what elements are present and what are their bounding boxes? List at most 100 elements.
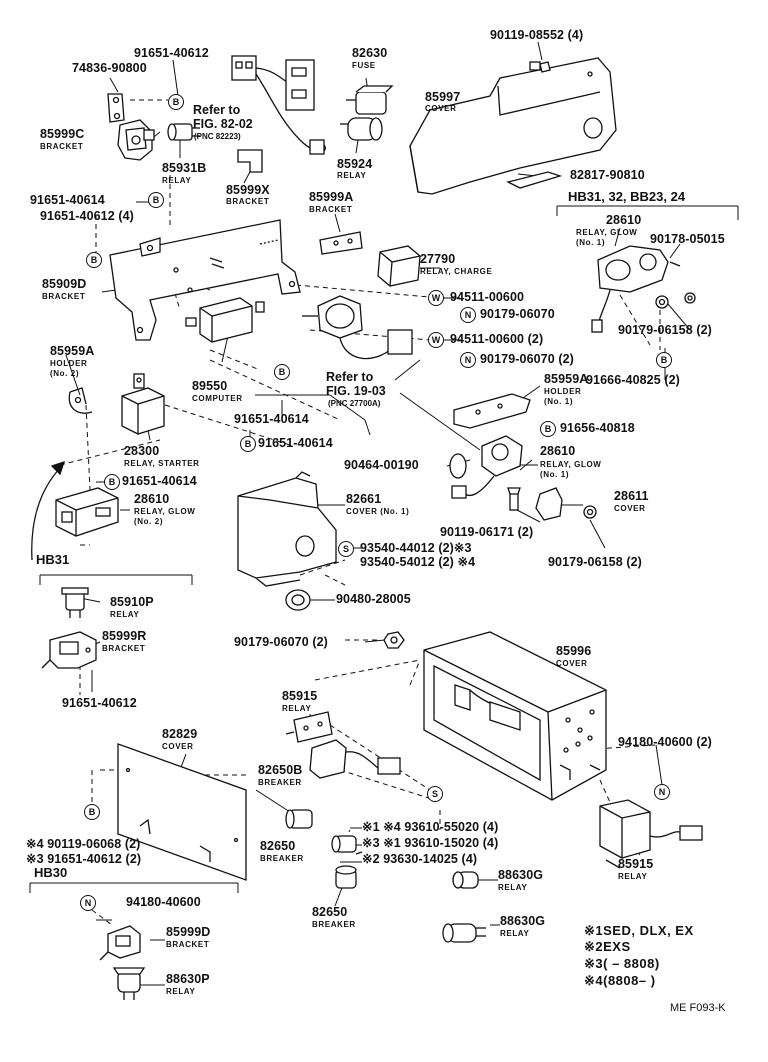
- label-28610-no1-lower-desc: RELAY, GLOW: [540, 460, 602, 469]
- marker-n: N: [80, 895, 96, 911]
- ref-fig-82-02-line2: FIG. 82-02: [193, 117, 253, 131]
- label-85999x: 85999X: [226, 183, 270, 197]
- cover-85996: [423, 631, 607, 801]
- marker-b: B: [274, 364, 290, 380]
- ref-fig-19-03-line1: Refer to: [326, 370, 374, 384]
- label-88630g-a: 88630G: [498, 868, 544, 882]
- clip-82817: [506, 171, 563, 189]
- label-85931b: 85931B: [162, 161, 207, 175]
- cover-82661: [237, 471, 337, 587]
- label-85959a-right: 85959A: [544, 372, 589, 386]
- label-82650-b: 82650: [312, 905, 348, 919]
- label-28610-no1-lower: 28610: [540, 444, 576, 458]
- label-93630-14025: ※2 93630-14025 (4): [362, 852, 478, 866]
- bolt-90119-06171: [507, 487, 521, 511]
- label-27790: 27790: [420, 252, 456, 266]
- label-85999r-desc: BRACKET: [102, 644, 146, 653]
- label-94180-40600-b: 94180-40600: [126, 895, 201, 909]
- note-text: ( – 8808): [603, 956, 660, 971]
- relay-88630p: [112, 967, 146, 1000]
- label-91656-40818: 91656-40818: [560, 421, 635, 435]
- bolt-90119-08552: [529, 61, 551, 73]
- label-82829-desc: COVER: [162, 742, 194, 751]
- label-93540-54012: 93540-54012 (2) ※4: [360, 555, 476, 569]
- label-90179-06070-b: 90179-06070 (2): [480, 352, 574, 366]
- grommet-90480: [285, 589, 311, 611]
- breaker-82650b: [309, 739, 401, 779]
- label-91651-40614-d: 91651-40614: [122, 474, 197, 488]
- label-82817-90810: 82817-90810: [570, 168, 645, 182]
- marker-n: N: [460, 352, 476, 368]
- marker-s: S: [338, 541, 354, 557]
- bracket-85999a: [319, 231, 363, 255]
- label-28610-no2-desc2: (No. 2): [134, 517, 164, 526]
- marker-s: S: [427, 786, 443, 802]
- reference-lines: [29, 205, 739, 893]
- curved-arrow: [31, 460, 66, 561]
- marker-b: B: [540, 421, 556, 437]
- relay-28300: [121, 373, 165, 435]
- label-90119-06068: ※4 90119-06068 (2): [26, 837, 141, 851]
- marker-b: B: [86, 252, 102, 268]
- label-82650b-desc: BREAKER: [258, 778, 302, 787]
- bracket-85999d: [99, 925, 141, 961]
- label-28611-desc: COVER: [614, 504, 646, 513]
- label-90179-06070-a: 90179-06070: [480, 307, 555, 321]
- note-mark: ※4: [584, 973, 604, 988]
- label-85910p: 85910P: [110, 595, 154, 609]
- label-91651-40614-c: 91651-40614: [258, 436, 333, 450]
- label-82650-b-desc: BREAKER: [312, 920, 356, 929]
- screw-lower-middle: [355, 851, 363, 855]
- label-28610-no1-upper-desc2: (No. 1): [576, 238, 606, 247]
- label-82661: 82661: [346, 492, 382, 506]
- label-74836-90800: 74836-90800: [72, 61, 147, 75]
- label-94180-40600-a: 94180-40600 (2): [618, 735, 712, 749]
- label-93610-55020: ※1 ※4 93610-55020 (4): [362, 820, 499, 834]
- cover-82829: [117, 743, 247, 881]
- relay-85915-lower: [599, 799, 703, 869]
- label-85909d-desc: BRACKET: [42, 292, 86, 301]
- label-85997: 85997: [425, 90, 461, 104]
- label-88630p-desc: RELAY: [166, 987, 196, 996]
- section-hb30: HB30: [34, 865, 68, 880]
- label-85996: 85996: [556, 644, 592, 658]
- note-mark: ※1: [584, 923, 604, 938]
- marker-n: N: [460, 307, 476, 323]
- label-82650b: 82650B: [258, 763, 303, 777]
- label-27790-desc: RELAY, CHARGE: [420, 267, 493, 276]
- label-85924: 85924: [337, 157, 373, 171]
- label-28610-no1-lower-desc2: (No. 1): [540, 470, 570, 479]
- note-3: ※3( – 8808): [584, 957, 660, 970]
- label-91666-40825: 91666-40825 (2): [586, 373, 680, 387]
- section-hb31: HB31: [36, 552, 70, 567]
- note-text: SED, DLX, EX: [603, 923, 694, 938]
- nut-90179-06158-lower: [583, 505, 597, 519]
- label-85959a-left-desc: HOLDER: [50, 359, 88, 368]
- label-93610-15020: ※3 ※1 93610-15020 (4): [362, 836, 499, 850]
- note-4: ※4(8808– ): [584, 974, 656, 987]
- label-90480-28005: 90480-28005: [336, 592, 411, 606]
- breaker-82650-c: [335, 865, 357, 889]
- label-82630-desc: FUSE: [352, 61, 376, 70]
- note-text: (8808– ): [603, 973, 656, 988]
- clamp-90464: [449, 453, 467, 479]
- label-28610-no1-upper-desc: RELAY, GLOW: [576, 228, 638, 237]
- label-82650-a: 82650: [260, 839, 296, 853]
- section-hb31-bb23: HB31, 32, BB23, 24: [568, 189, 686, 204]
- holder-85959a-right: [453, 393, 531, 429]
- ref-fig-82-02-line1: Refer to: [193, 103, 241, 117]
- bracket-85999r: [41, 631, 97, 669]
- label-93540-44012: 93540-44012 (2)※3: [360, 541, 472, 555]
- relay-27790: [377, 245, 421, 287]
- marker-w: W: [428, 290, 444, 306]
- marker-n: N: [654, 784, 670, 800]
- label-91651-40614-b: 91651-40614: [234, 412, 309, 426]
- nut-90179-06070: [383, 631, 405, 649]
- label-85999d-desc: BRACKET: [166, 940, 210, 949]
- relay-28610-no2: [55, 487, 119, 537]
- computer-89550: [185, 297, 265, 343]
- label-90179-06158-a: 90179-06158 (2): [618, 323, 712, 337]
- label-82650-a-desc: BREAKER: [260, 854, 304, 863]
